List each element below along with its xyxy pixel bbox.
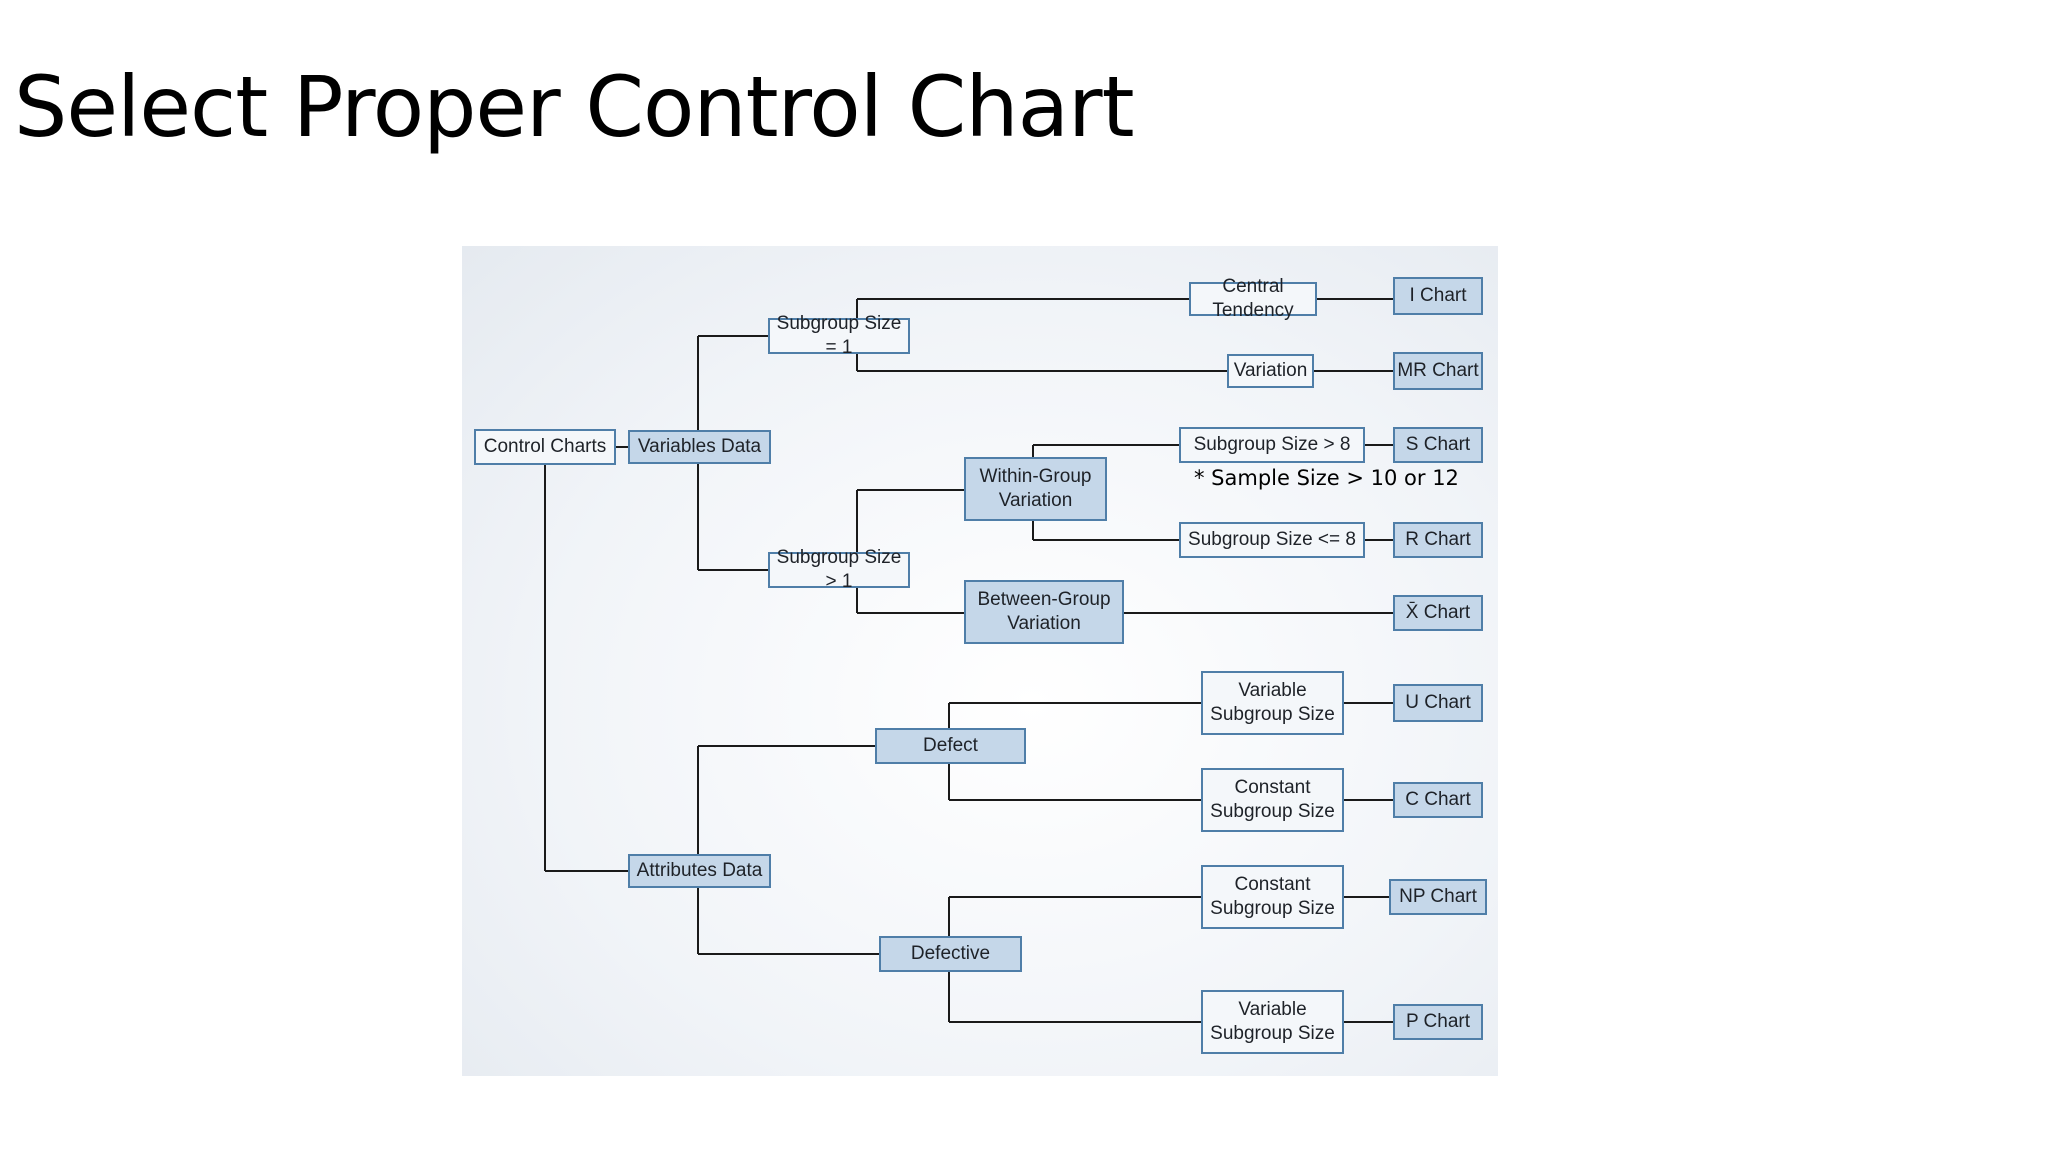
node-constant-subgroup-size-np: Constant Subgroup Size [1201, 865, 1344, 929]
node-p-chart: P Chart [1393, 1004, 1483, 1040]
node-mr-chart: MR Chart [1393, 352, 1483, 390]
slide-title: Select Proper Control Chart [14, 58, 1135, 156]
node-s-chart: S Chart [1393, 427, 1483, 463]
node-subgroup-size-gt8: Subgroup Size > 8 [1179, 427, 1365, 463]
node-defect: Defect [875, 728, 1026, 764]
node-r-chart: R Chart [1393, 522, 1483, 558]
sample-size-note: * Sample Size > 10 or 12 [1194, 466, 1459, 490]
node-xbar-chart: X̄ Chart [1393, 595, 1483, 631]
node-variable-subgroup-size-u: Variable Subgroup Size [1201, 671, 1344, 735]
node-attributes-data: Attributes Data [628, 854, 771, 888]
node-variation: Variation [1227, 354, 1314, 388]
node-variable-subgroup-size-p: Variable Subgroup Size [1201, 990, 1344, 1054]
node-c-chart: C Chart [1393, 782, 1483, 818]
node-subgroup-size-gt1: Subgroup Size > 1 [768, 547, 910, 592]
node-subgroup-size-1: Subgroup Size = 1 [768, 313, 910, 358]
node-central-tendency: Central Tendency [1189, 276, 1317, 321]
node-subgroup-size-le8: Subgroup Size <= 8 [1179, 522, 1365, 558]
node-u-chart: U Chart [1393, 684, 1483, 722]
node-np-chart: NP Chart [1389, 879, 1487, 915]
node-constant-subgroup-size-c: Constant Subgroup Size [1201, 768, 1344, 832]
node-defective: Defective [879, 936, 1022, 972]
node-control-charts: Control Charts [474, 429, 616, 465]
control-chart-flow-diagram: Control Charts Variables Data Attributes… [462, 246, 1498, 1076]
node-i-chart: I Chart [1393, 277, 1483, 315]
node-variables-data: Variables Data [628, 430, 771, 464]
node-between-group-variation: Between-Group Variation [964, 580, 1124, 644]
node-within-group-variation: Within-Group Variation [964, 457, 1107, 521]
connector-lines [544, 298, 1393, 1023]
